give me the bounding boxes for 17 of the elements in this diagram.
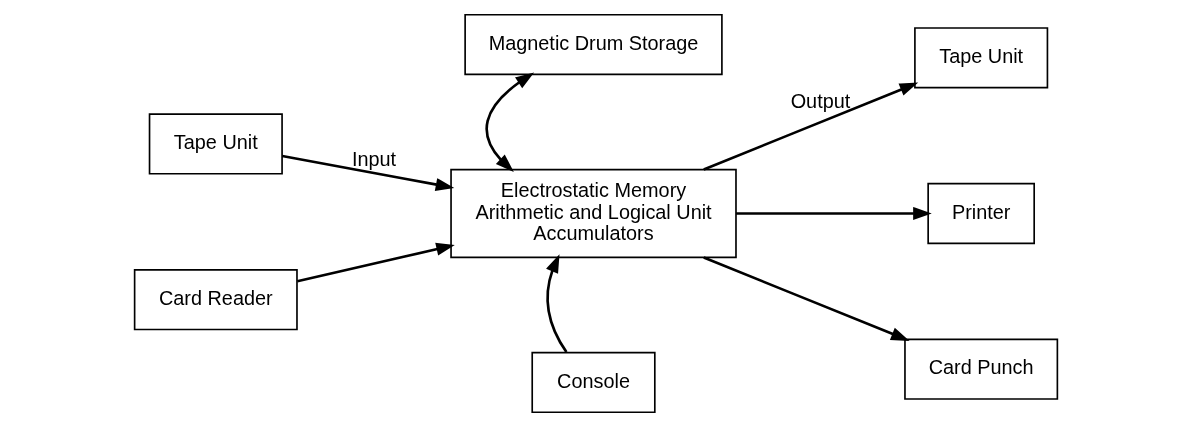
node-box: Electrostatic Memory Arithmetic and Logical Unit Accumulators bbox=[450, 168, 737, 259]
node-box: Magnetic Drum Storage bbox=[464, 13, 723, 76]
arrow bbox=[703, 82, 919, 171]
node-box: Tape Unit bbox=[914, 27, 1049, 89]
arrow bbox=[485, 72, 535, 172]
arrow bbox=[736, 207, 932, 220]
arrow bbox=[546, 254, 568, 353]
arrow bbox=[282, 154, 455, 191]
edge-label: Output bbox=[790, 90, 851, 113]
node-box: Card Punch bbox=[904, 338, 1059, 400]
node-box: Printer bbox=[927, 182, 1035, 245]
node-box: Console bbox=[531, 351, 656, 414]
arrow bbox=[297, 242, 455, 283]
edge-label: Input bbox=[351, 148, 397, 171]
arrow bbox=[703, 256, 910, 341]
node-box: Tape Unit bbox=[148, 113, 283, 175]
node-box: Card Reader bbox=[133, 269, 298, 331]
